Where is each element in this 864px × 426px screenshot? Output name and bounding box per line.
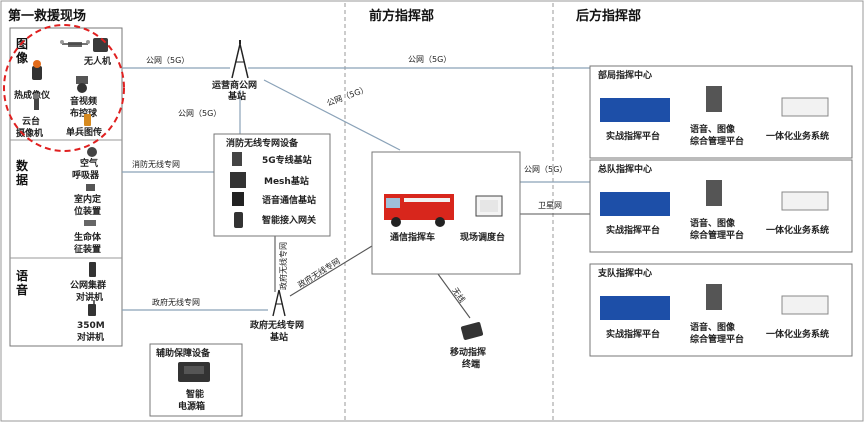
radio-350m-label: 350M 对讲机: [77, 321, 108, 343]
tablet-icon: [460, 322, 484, 340]
svg-text:语音、图像 综合管理平台: 语音、图像 综合管理平台: [690, 321, 744, 345]
svg-text:语音、图像 综合管理平台: 语音、图像 综合管理平台: [690, 217, 744, 241]
svg-text:一体化业务系统: 一体化业务系统: [766, 130, 829, 142]
gateway-icon: [234, 212, 243, 228]
tower-icon: [231, 40, 249, 79]
operator-base-label: 运营商公网 基站: [212, 79, 260, 102]
svg-text:语音、图像 综合管理平台: 语音、图像 综合管理平台: [690, 123, 744, 147]
screen-wall-icon: [600, 296, 670, 320]
center-title: 总队指挥中心: [598, 163, 652, 175]
link-operator-to-vehicle: [263, 79, 401, 151]
ptt-radio-icon: [89, 262, 96, 277]
case-icon: [93, 38, 108, 52]
link-label-satellite: 卫星网: [538, 201, 562, 210]
center-title: 支队指挥中心: [597, 267, 652, 279]
highlight-circle: [3, 24, 125, 152]
link-label-gov-wireless-2: 政府无线专网: [278, 242, 288, 290]
indoor-positioning-icon: [86, 184, 95, 191]
network-nodes-icon: [781, 295, 829, 315]
screen-wall-icon: [600, 192, 670, 216]
voice-station-icon: [232, 192, 244, 206]
gov-base-label: 政府无线专网 基站: [250, 319, 307, 343]
screen-wall-icon: [600, 98, 670, 122]
link-vehicle-to-mobile: [437, 273, 471, 319]
link-label-gov-wireless-1: 政府无线专网: [152, 297, 200, 307]
link-label-public-5g-1: 公网（5G）: [146, 56, 189, 65]
air-respirator-icon: [87, 147, 97, 157]
fire-net-item-voice: 语音通信基站: [262, 194, 316, 206]
power-box-icon: [178, 362, 210, 382]
center-bureau: 部局指挥中心 实战指挥平台 语音、图像 综合管理平台 一体化业务系统: [589, 65, 853, 159]
single-soldier-label: 单兵图传: [66, 126, 102, 138]
thermal-imager-label: 热成像仪: [14, 89, 51, 101]
vital-signs-icon: [84, 220, 96, 226]
link-label-public-5g-3: 公网（5G）: [178, 109, 221, 118]
support-box: [149, 343, 243, 417]
link-label-gov-wireless-3: 政府无线专网: [296, 256, 342, 290]
svg-text:实战指挥平台: 实战指挥平台: [606, 224, 660, 236]
mobile-terminal-label: 移动指挥 终端: [450, 346, 489, 370]
power-box-label: 智能 电源箱: [178, 388, 207, 412]
link-label-fire-wireless: 消防无线专网: [132, 159, 180, 169]
server-icon: [706, 86, 722, 112]
center-corps: 总队指挥中心 实战指挥平台 语音、图像 综合管理平台 一体化业务系统: [589, 159, 853, 253]
support-title: 辅助保障设备: [156, 347, 211, 359]
ptt-radio-label: 公网集群 对讲机: [70, 279, 109, 303]
fire-net-title: 消防无线专网设备: [226, 137, 299, 149]
dispatch-desk-label: 现场调度台: [460, 231, 505, 243]
network-nodes-icon: [781, 97, 829, 117]
drone-label: 无人机: [83, 55, 111, 67]
svg-text:实战指挥平台: 实战指挥平台: [606, 328, 660, 340]
section-title-front: 前方指挥部: [369, 8, 434, 24]
indoor-positioning-label: 室内定 位装置: [74, 193, 104, 217]
single-soldier-icon: [84, 114, 91, 126]
fire-truck-icon: [384, 194, 454, 227]
link-label-public-5g-5: 公网（5G）: [524, 165, 567, 174]
svg-text:一体化业务系统: 一体化业务系统: [766, 224, 829, 236]
mesh-station-icon: [230, 172, 246, 188]
gov-tower-icon: [272, 289, 286, 317]
section-title-rear: 后方指挥部: [576, 8, 641, 24]
server-icon: [706, 284, 722, 310]
air-respirator-label: 空气 呼吸器: [72, 157, 101, 181]
link-gov-to-vehicle: [289, 245, 373, 297]
fire-net-item-gateway: 智能接入网关: [262, 214, 316, 226]
category-voice-label: 语音: [16, 268, 28, 297]
radio-350m-icon: [88, 300, 96, 316]
category-data-label: 数据: [16, 158, 29, 187]
center-detachment: 支队指挥中心 实战指挥平台 语音、图像 综合管理平台 一体化业务系统: [589, 263, 853, 357]
network-nodes-icon: [781, 191, 829, 211]
drone-icon: [60, 40, 90, 47]
link-label-public-5g-2: 公网（5G）: [408, 55, 451, 64]
site-device-panel: [9, 27, 123, 347]
gimbal-camera-label: 云台 摄像机: [16, 115, 43, 139]
base-station-5g-icon: [232, 152, 242, 166]
comm-vehicle-label: 通信指挥车: [390, 231, 435, 243]
gimbal-camera-icon: [33, 93, 39, 110]
av-ball-icon: [76, 76, 88, 93]
server-icon: [706, 180, 722, 206]
svg-text:实战指挥平台: 实战指挥平台: [606, 130, 660, 142]
vital-signs-label: 生命体 征装置: [74, 231, 104, 255]
fire-net-item-5g: 5G专线基站: [262, 154, 312, 166]
thermal-imager-icon: [32, 60, 42, 80]
link-label-public-5g-4: 公网（5G）: [326, 85, 370, 108]
dispatch-desk-icon: [475, 195, 503, 217]
svg-text:一体化业务系统: 一体化业务系统: [766, 328, 829, 340]
section-title-site: 第一救援现场: [8, 8, 86, 24]
center-title: 部局指挥中心: [598, 69, 652, 81]
fire-net-item-mesh: Mesh基站: [264, 175, 309, 187]
